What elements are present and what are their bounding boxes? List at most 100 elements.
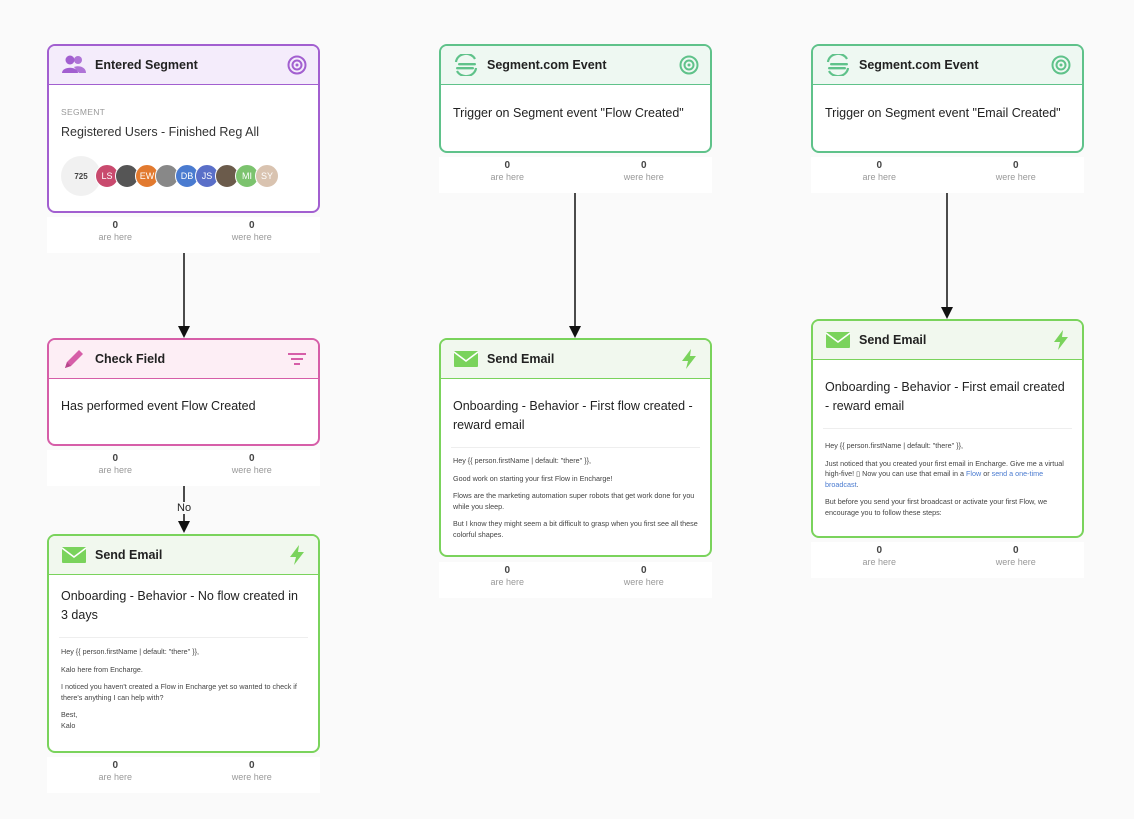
were-here-count: 0 — [248, 453, 255, 464]
preview-line: But I know they might seem a bit difficu… — [453, 519, 698, 539]
avatar: SY — [255, 164, 279, 188]
are-here-count: 0 — [504, 565, 511, 576]
are-here-count: 0 — [112, 760, 119, 771]
target-icon[interactable] — [286, 54, 308, 76]
node-header: Send Email — [49, 536, 318, 575]
target-icon[interactable] — [1050, 54, 1072, 76]
email-subject: Onboarding - Behavior - First flow creat… — [453, 399, 693, 432]
check-field-node[interactable]: Check Field Has performed event Flow Cre… — [47, 338, 320, 446]
preview-text: . — [856, 479, 859, 489]
email-subject: Onboarding - Behavior - No flow created … — [61, 589, 298, 622]
node-header: Send Email — [813, 321, 1082, 360]
lightning-icon[interactable] — [678, 348, 700, 370]
edge-label-no: No — [175, 502, 194, 514]
node-title: Send Email — [859, 333, 927, 347]
envelope-icon — [453, 348, 479, 370]
are-here-label: are here — [862, 557, 897, 567]
node-description: Trigger on Segment event "Email Created" — [825, 106, 1061, 120]
segment-logo-icon — [825, 54, 851, 76]
preview-text: or — [981, 469, 992, 478]
preview-line: But before you send your first broadcast… — [825, 497, 1048, 517]
target-icon[interactable] — [678, 54, 700, 76]
preview-line: Kalo here from Encharge. — [61, 664, 143, 674]
node-title: Check Field — [95, 352, 166, 366]
node-header: Segment.com Event — [813, 46, 1082, 85]
node-header: Entered Segment — [49, 46, 318, 85]
preview-line: I noticed you haven't created a Flow in … — [61, 682, 297, 702]
preview-line: Hey {{ person.firstName | default: "ther… — [61, 647, 200, 656]
send-email-node-2[interactable]: Send Email Onboarding - Behavior - First… — [439, 338, 712, 557]
node-header: Check Field — [49, 340, 318, 379]
preview-line-rich: Just noticed that you created your first… — [825, 459, 1070, 491]
are-here-label: are here — [98, 465, 133, 475]
are-here-count: 0 — [112, 453, 119, 464]
node-header: Segment.com Event — [441, 46, 710, 85]
filter-icon[interactable] — [286, 348, 308, 370]
lightning-icon[interactable] — [286, 544, 308, 566]
are-here-count: 0 — [504, 160, 511, 171]
were-here-count: 0 — [640, 160, 647, 171]
lightning-icon[interactable] — [1050, 329, 1072, 351]
were-here-label: were here — [995, 172, 1036, 182]
preview-line: Best, — [61, 710, 78, 719]
node-title: Segment.com Event — [487, 58, 607, 72]
node-title: Send Email — [95, 548, 163, 562]
are-here-label: are here — [98, 772, 133, 782]
preview-line: Hey {{ person.firstName | default: "ther… — [825, 441, 964, 450]
are-here-count: 0 — [112, 220, 119, 231]
were-here-label: were here — [231, 465, 272, 475]
preview-text: Now you can use that email in a — [860, 469, 967, 478]
segment-count: 725 — [61, 156, 101, 196]
were-here-label: were here — [995, 557, 1036, 567]
were-here-count: 0 — [1012, 160, 1019, 171]
are-here-count: 0 — [876, 545, 883, 556]
envelope-icon — [825, 329, 851, 351]
preview-line: Flows are the marketing automation super… — [453, 491, 695, 511]
send-email-node-1[interactable]: Send Email Onboarding - Behavior - No fl… — [47, 534, 320, 753]
broadcast-link[interactable]: send a one-time broadcast — [825, 469, 1044, 489]
were-here-count: 0 — [248, 220, 255, 231]
node-description: Trigger on Segment event "Flow Created" — [453, 106, 684, 120]
segment-event-node-1[interactable]: Segment.com Event Trigger on Segment eve… — [439, 44, 712, 153]
emoji-placeholder-icon: ▯ — [856, 469, 861, 478]
are-here-count: 0 — [876, 160, 883, 171]
were-here-label: were here — [623, 172, 664, 182]
envelope-icon — [61, 544, 87, 566]
entered-segment-node[interactable]: Entered Segment SEGMENT Registered Users… — [47, 44, 320, 213]
were-here-count: 0 — [248, 760, 255, 771]
segment-logo-icon — [453, 54, 479, 76]
node-title: Send Email — [487, 352, 555, 366]
preview-line: Kalo — [61, 720, 76, 730]
preview-line: Hey {{ person.firstName | default: "ther… — [453, 456, 592, 465]
send-email-node-3[interactable]: Send Email Onboarding - Behavior - First… — [811, 319, 1084, 538]
email-preview: Hey {{ person.firstName | default: "ther… — [823, 428, 1072, 520]
were-here-count: 0 — [1012, 545, 1019, 556]
are-here-label: are here — [98, 232, 133, 242]
were-here-label: were here — [623, 577, 664, 587]
segment-avatars: 725 LS EW DB JS MI SY — [61, 156, 306, 196]
segment-name: Registered Users - Finished Reg All — [61, 125, 259, 139]
are-here-label: are here — [862, 172, 897, 182]
segment-label: SEGMENT — [61, 107, 106, 117]
node-description: Has performed event Flow Created — [61, 399, 256, 413]
preview-text: Just noticed that you created your first… — [825, 458, 1064, 479]
email-preview: Hey {{ person.firstName | default: "ther… — [59, 637, 308, 731]
were-here-label: were here — [231, 772, 272, 782]
preview-line: Good work on starting your first Flow in… — [453, 473, 613, 483]
were-here-label: were here — [231, 232, 272, 242]
segment-event-node-2[interactable]: Segment.com Event Trigger on Segment eve… — [811, 44, 1084, 153]
flow-link[interactable]: Flow — [966, 469, 982, 478]
are-here-label: are here — [490, 577, 525, 587]
pencil-icon — [61, 348, 87, 370]
are-here-label: are here — [490, 172, 525, 182]
node-title: Segment.com Event — [859, 58, 979, 72]
node-header: Send Email — [441, 340, 710, 379]
